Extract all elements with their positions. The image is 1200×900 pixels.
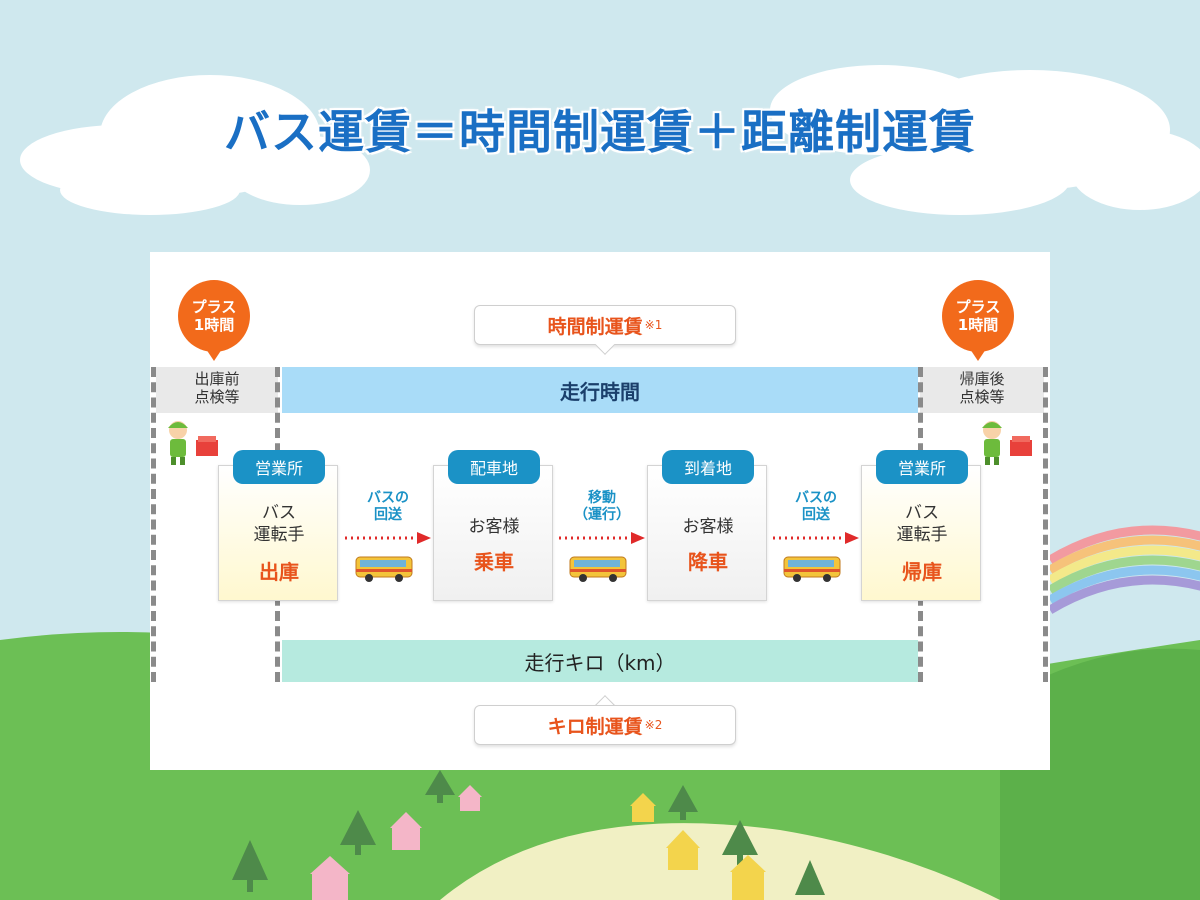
stop-description: バス 運転手 (219, 502, 339, 546)
house-icon (310, 785, 766, 900)
stop-action: 帰庫 (902, 560, 942, 584)
toolbox-icon (1010, 436, 1032, 456)
rainbow-icon (1047, 525, 1200, 614)
stop-description: バス 運転手 (862, 502, 982, 546)
right-outer-dashed-line (1043, 367, 1048, 682)
bus-icon (569, 556, 627, 582)
stop-description: お客様 (682, 517, 734, 537)
time-fare-note: ※1 (644, 318, 663, 332)
right-badge-line2: 1時間 (957, 316, 999, 334)
left-badge-line1: プラス (191, 298, 237, 316)
move-line1: バスの (795, 490, 837, 506)
move-line2: 回送 (802, 507, 830, 523)
dotted-arrow-icon (345, 532, 431, 544)
left-prep-line2: 点検等 (194, 388, 240, 406)
km-fare-box: キロ制運賃 ※2 (474, 705, 736, 745)
stop-tag: 営業所 (876, 450, 968, 484)
running-time-band: 走行時間 (282, 367, 918, 413)
stop-description: お客様 (468, 517, 520, 537)
stop-tag: 到着地 (662, 450, 754, 484)
right-prep-line1: 帰庫後 (959, 370, 1005, 388)
cloud-icon (20, 75, 370, 215)
dotted-arrow-icon (559, 532, 645, 544)
move-label-deadhead-out: バスの 回送 (343, 490, 433, 524)
stop-action: 出庫 (259, 560, 299, 584)
left-badge-line2: 1時間 (193, 316, 235, 334)
toolbox-icon (196, 436, 218, 456)
mechanic-icon (168, 421, 218, 465)
stop-line1: バス (262, 503, 296, 523)
cloud-icon (770, 65, 1200, 215)
left-badge-tail (206, 349, 222, 361)
stop-action: 降車 (688, 550, 728, 574)
stop-tag: 配車地 (448, 450, 540, 484)
bus-icon (355, 556, 413, 582)
move-line1: バスの (367, 490, 409, 506)
stop-tag: 営業所 (233, 450, 325, 484)
time-fare-label: 時間制運賃 (547, 315, 643, 338)
stop-pickup: 配車地 お客様 乗車 (433, 450, 553, 601)
move-label-deadhead-return: バスの 回送 (771, 490, 861, 524)
left-prep-line1: 出庫前 (194, 370, 240, 388)
mechanic-icon (982, 421, 1032, 465)
move-label-operation: 移動 （運行） (557, 490, 647, 524)
move-line2: （運行） (574, 507, 630, 523)
stop-line2: 運転手 (253, 525, 305, 545)
bus-icon (783, 556, 841, 582)
km-fare-note: ※2 (644, 718, 663, 732)
stop-action: 乗車 (474, 550, 514, 574)
right-badge-tail (970, 349, 986, 361)
dotted-arrow-icon (773, 532, 859, 544)
stop-depot-departure: 営業所 バス 運転手 出庫 (218, 450, 339, 601)
km-fare-label: キロ制運賃 (547, 715, 643, 738)
stop-line1: バス (905, 503, 939, 523)
right-prep-line2: 点検等 (959, 388, 1005, 406)
left-prep-label: 出庫前 点検等 (156, 367, 278, 413)
move-line2: 回送 (374, 507, 402, 523)
stop-line2: 運転手 (896, 525, 948, 545)
stop-depot-return: 営業所 バス 運転手 帰庫 (861, 450, 982, 601)
left-outer-dashed-line (151, 367, 156, 682)
right-badge-line1: プラス (955, 298, 1001, 316)
stop-destination: 到着地 お客様 降車 (647, 450, 767, 601)
page-title: バス運賃＝時間制運賃＋距離制運賃 (224, 105, 976, 159)
move-line1: 移動 (588, 490, 616, 506)
right-prep-label: 帰庫後 点検等 (920, 367, 1044, 413)
tree-icon (232, 770, 825, 895)
running-km-band: 走行キロ（km） (282, 640, 918, 682)
